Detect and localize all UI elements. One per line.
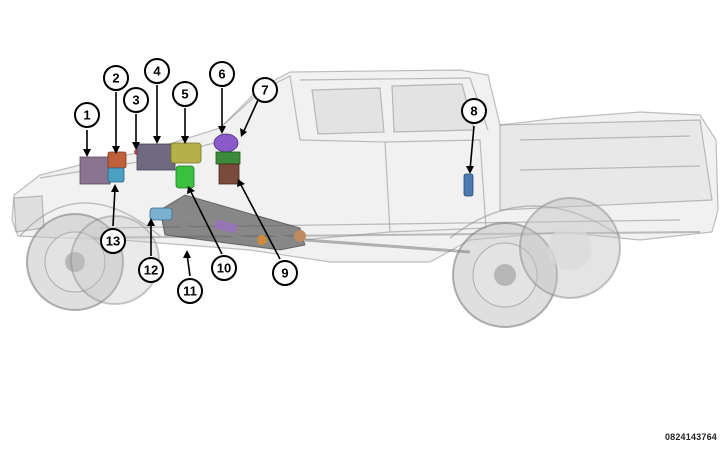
module-2 bbox=[107, 151, 127, 169]
callout-4-number: 4 bbox=[153, 64, 161, 79]
module-1 bbox=[79, 156, 111, 185]
callout-11-number: 11 bbox=[183, 284, 197, 299]
callout-9: 9 bbox=[272, 260, 298, 286]
callout-7: 7 bbox=[252, 77, 278, 103]
rear-wheel bbox=[452, 197, 621, 328]
module-5 bbox=[170, 142, 202, 164]
module-10 bbox=[175, 165, 195, 189]
callout-13: 13 bbox=[100, 228, 126, 254]
module-13 bbox=[107, 167, 125, 183]
module-12 bbox=[149, 207, 173, 221]
callout-2-number: 2 bbox=[112, 71, 119, 86]
callout-7-number: 7 bbox=[261, 83, 268, 98]
callout-11: 11 bbox=[177, 278, 203, 304]
module-4 bbox=[136, 143, 176, 171]
callout-1: 1 bbox=[74, 102, 100, 128]
callout-10: 10 bbox=[211, 255, 237, 281]
callout-6: 6 bbox=[209, 61, 235, 87]
callout-2: 2 bbox=[103, 65, 129, 91]
callout-10-number: 10 bbox=[217, 261, 231, 276]
callout-5: 5 bbox=[172, 81, 198, 107]
module-6 bbox=[213, 133, 239, 153]
callout-4: 4 bbox=[144, 58, 170, 84]
callout-13-number: 13 bbox=[106, 234, 120, 249]
callout-arrowheads bbox=[83, 126, 474, 258]
callout-3-number: 3 bbox=[132, 93, 139, 108]
callout-8-number: 8 bbox=[470, 104, 477, 119]
callout-3: 3 bbox=[123, 87, 149, 113]
callout-12-number: 12 bbox=[144, 263, 158, 278]
callout-6-number: 6 bbox=[218, 67, 225, 82]
callout-5-number: 5 bbox=[181, 87, 188, 102]
module-8 bbox=[463, 173, 474, 197]
callout-leader-lines bbox=[86, 85, 475, 277]
module-7 bbox=[215, 151, 241, 185]
callout-8: 8 bbox=[461, 98, 487, 124]
callout-1-number: 1 bbox=[83, 108, 90, 123]
callout-12: 12 bbox=[138, 257, 164, 283]
wheel-fenders bbox=[19, 202, 621, 239]
figure-reference-code: 0824143764 bbox=[664, 432, 717, 442]
callout-9-number: 9 bbox=[281, 266, 288, 281]
front-wheel bbox=[26, 213, 160, 311]
